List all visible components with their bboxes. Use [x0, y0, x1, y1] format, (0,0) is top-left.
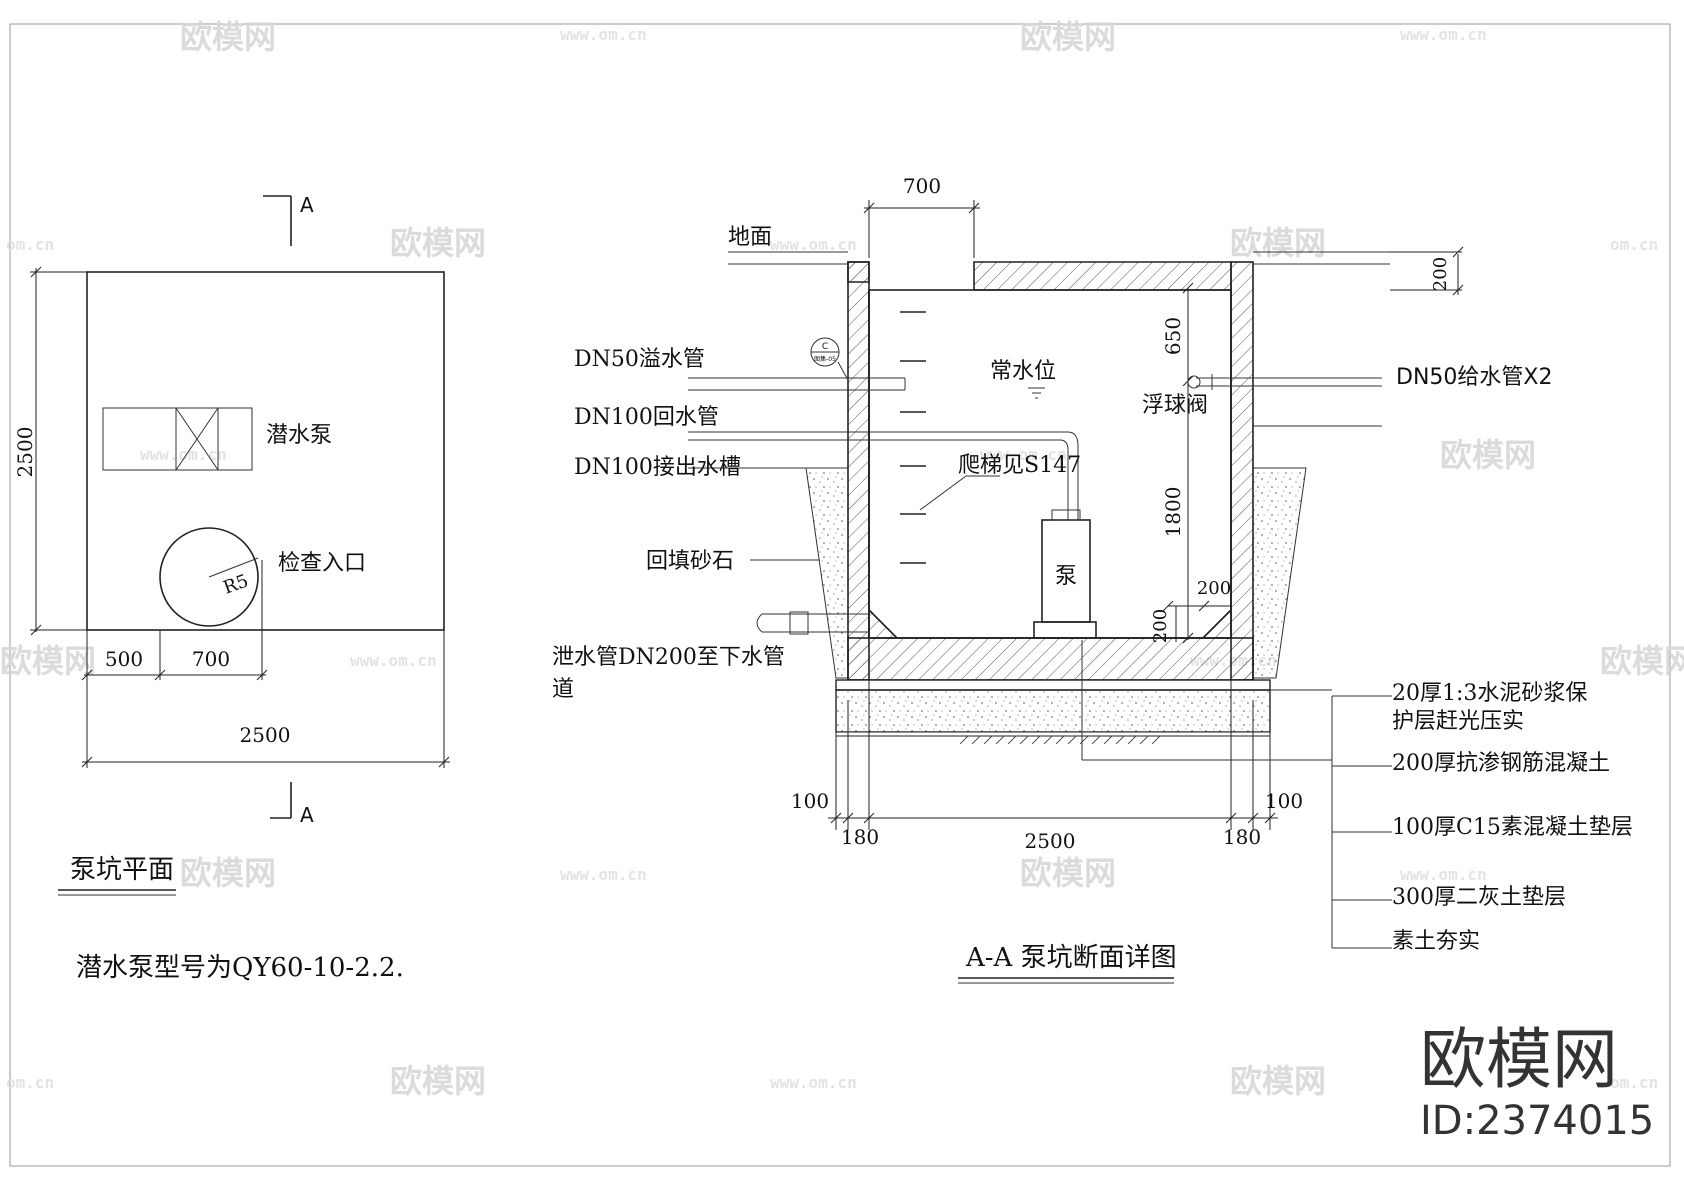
- water-level-label: 常水位: [990, 359, 1056, 384]
- detail-callout-top: C: [822, 342, 828, 352]
- drain-pipe-label: 泄水管DN200至下水管: [552, 645, 785, 670]
- float-valve-label: 浮球阀: [1142, 393, 1208, 418]
- dim-right-200: 200: [1430, 257, 1451, 291]
- watermark-brand: 欧模网: [0, 642, 96, 680]
- watermark-logo: 欧模网: [1420, 1021, 1618, 1098]
- ground-label: 地面: [728, 225, 772, 250]
- drawing-border: [9, 23, 1671, 1167]
- layer-label: 200厚抗渗钢筋混凝土: [1392, 751, 1610, 776]
- watermark-brand: 欧模网: [390, 224, 486, 262]
- plan-note: 潜水泵型号为QY60-10-2.2.: [76, 953, 404, 983]
- section-mark: A: [300, 803, 314, 827]
- mortar-layer: [835, 679, 1271, 691]
- watermark-brand: 欧模网: [1020, 854, 1116, 892]
- dim-180-right: 180: [1223, 825, 1261, 849]
- plan-view: A A 潜水泵 R5 检查入口 2500 500 700: [13, 193, 450, 983]
- layer-label: 300厚二灰土垫层: [1392, 885, 1566, 910]
- backfill-sand: [805, 467, 849, 679]
- watermark-url: www.om.cn: [560, 865, 647, 884]
- watermark-url: www.om.cn: [770, 235, 857, 254]
- watermark-id: ID:2374015: [1420, 1098, 1654, 1144]
- dim-650: 650: [1161, 317, 1185, 355]
- pump-base: [1033, 621, 1097, 639]
- watermark-brand: 欧模网: [1230, 224, 1326, 262]
- concrete-cushion: [835, 689, 1271, 733]
- plan-pump-label: 潜水泵: [266, 423, 332, 448]
- plan-dim-500: 500: [105, 647, 143, 671]
- plan-dim-height: 2500: [13, 427, 37, 478]
- watermark-url: www.om.cn: [350, 651, 437, 670]
- watermark-brand: 欧模网: [180, 854, 276, 892]
- right-wall: [1230, 261, 1254, 681]
- layer-label: 护层赶光压实: [1392, 709, 1524, 734]
- backfill-sand: [1252, 467, 1307, 679]
- detail-callout-bottom: 图集-05: [814, 355, 836, 363]
- watermark-url: www.om.cn: [980, 445, 1067, 464]
- ladder-label: 爬梯见S147: [958, 453, 1081, 478]
- section-view: 地面 700 200 650 1800 200 200: [552, 174, 1633, 984]
- drain-pipe-label-2: 道: [552, 677, 574, 702]
- dim-100-left: 100: [791, 789, 829, 813]
- dim-top-700: 700: [903, 174, 941, 198]
- supply-pipe-label: DN50给水管X2: [1396, 365, 1552, 390]
- watermark-url: www.om.cn: [140, 445, 227, 464]
- top-slab: [973, 261, 1232, 291]
- watermark-url: om.cn: [6, 1073, 54, 1092]
- plan-dim-700: 700: [192, 647, 230, 671]
- layer-label: 素土夯实: [1392, 929, 1480, 954]
- watermark-brand: 欧模网: [390, 1062, 486, 1100]
- compacted-earth: [960, 736, 1160, 744]
- watermark-url: www.om.cn: [560, 25, 647, 44]
- dim-180-left: 180: [841, 825, 879, 849]
- manhole-opening: [159, 527, 259, 627]
- radius-label: R5: [221, 570, 252, 598]
- return-pipe-label: DN100回水管: [574, 405, 719, 430]
- plan-dim-width: 2500: [240, 723, 291, 747]
- watermark-url: om.cn: [1610, 1073, 1658, 1092]
- pump-label: 泵: [1055, 564, 1077, 589]
- watermark-brand: 欧模网: [1230, 1062, 1326, 1100]
- bottom-slab: [847, 637, 1254, 681]
- ladder-rungs: [900, 311, 926, 564]
- outlet-pipe-label: DN100接出水槽: [574, 455, 741, 480]
- plan-title: 泵坑平面: [70, 855, 174, 885]
- float-valve-ball: [1187, 375, 1201, 389]
- watermark-url: om.cn: [6, 235, 54, 254]
- dim-1800: 1800: [1161, 487, 1185, 538]
- left-wall: [847, 261, 870, 681]
- overflow-pipe-label: DN50溢水管: [574, 347, 705, 372]
- pit-outline: [86, 271, 445, 631]
- layer-label: 100厚C15素混凝土垫层: [1392, 815, 1633, 840]
- watermark-url: www.om.cn: [1400, 865, 1487, 884]
- watermark-url: www.om.cn: [1400, 25, 1487, 44]
- section-title: A-A 泵坑断面详图: [965, 943, 1177, 973]
- plan-manhole-label: 检查入口: [278, 551, 366, 576]
- dim-100-right: 100: [1265, 789, 1303, 813]
- dim-2500: 2500: [1025, 829, 1076, 853]
- watermark-brand: 欧模网: [1440, 436, 1536, 474]
- dim-200-a: 200: [1197, 578, 1231, 599]
- watermark-url: om.cn: [1610, 235, 1658, 254]
- drain-valve: [789, 611, 809, 635]
- watermark-brand: 欧模网: [180, 18, 276, 56]
- lime-soil-layer: [835, 731, 1271, 737]
- dim-200-b: 200: [1150, 609, 1171, 643]
- watermark-brand: 欧模网: [1600, 642, 1684, 680]
- section-mark: A: [300, 193, 314, 217]
- backfill-label: 回填砂石: [646, 549, 734, 574]
- slab-edge-left: [847, 261, 870, 283]
- pump-symbol: [102, 407, 253, 471]
- layer-label: 20厚1:3水泥砂浆保: [1392, 681, 1587, 706]
- watermarks: 欧模网 欧模网 www.om.cn www.om.cn 欧模网 欧模网 www.…: [0, 18, 1684, 1100]
- watermark-url: www.om.cn: [770, 1073, 857, 1092]
- watermark-brand: 欧模网: [1020, 18, 1116, 56]
